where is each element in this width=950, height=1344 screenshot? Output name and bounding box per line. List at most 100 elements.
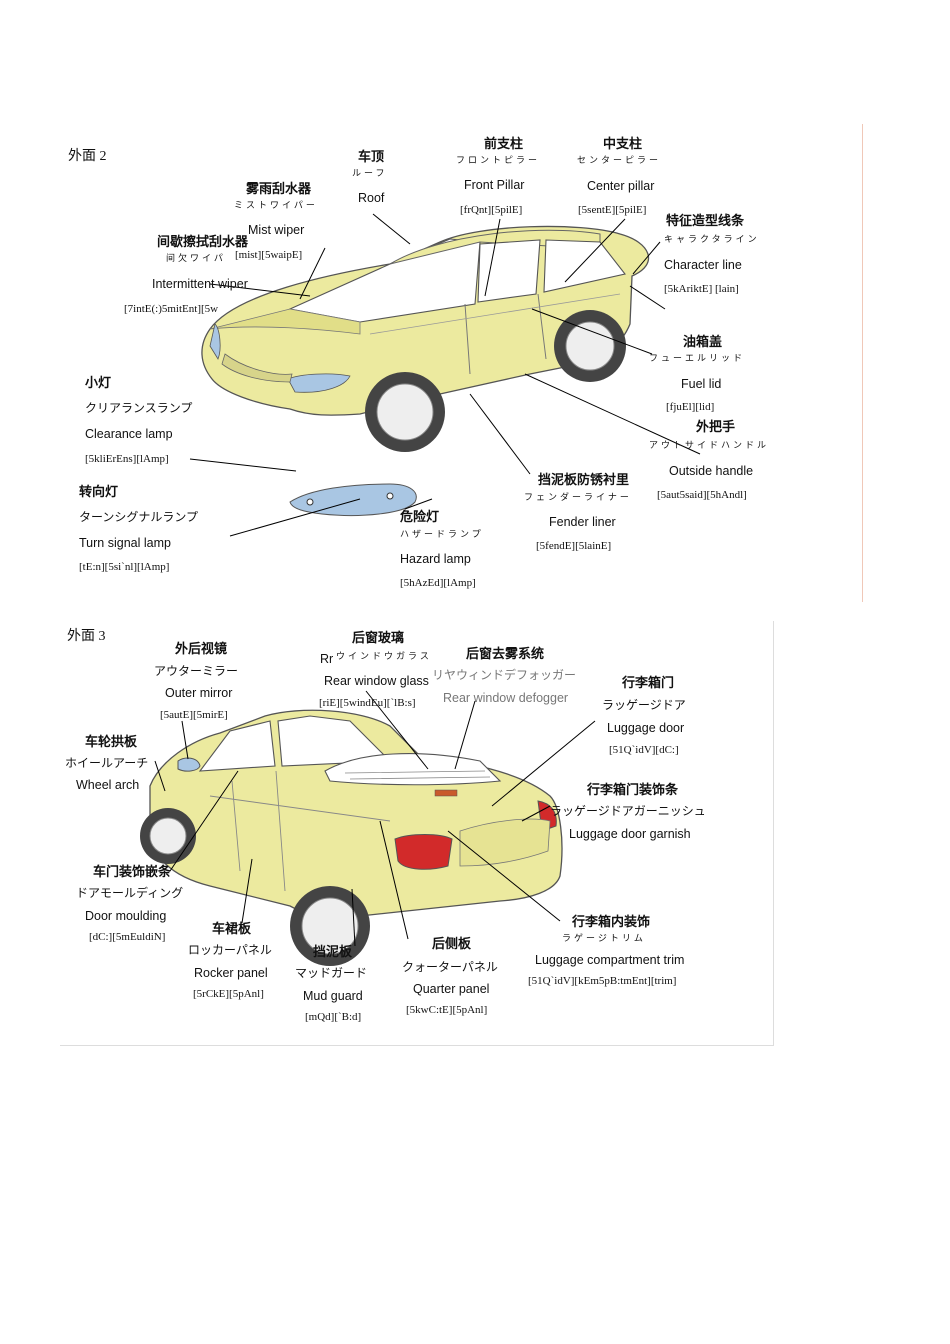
label-zh: 行李箱门装饰条 [587, 783, 679, 798]
label-zh: 后侧板 [432, 937, 472, 952]
rear-window-glass [324, 753, 502, 786]
label-zh: 后窗去雾系统 [466, 647, 545, 662]
label-phonetic: [5sentE][5pilE] [578, 204, 647, 216]
label-en: Luggage door [607, 721, 685, 735]
label-ja: マッドガード [295, 966, 368, 980]
label-zh: 外把手 [696, 420, 736, 435]
label-zh: 危险灯 [400, 510, 440, 525]
label-zh: 特征造型线条 [666, 214, 745, 229]
label-zh: 行李箱内装饰 [572, 915, 651, 930]
label-zh: 挡泥板防锈衬里 [538, 473, 630, 488]
label-phonetic: [tE:n][5si`nl][lAmp] [79, 561, 170, 573]
exterior-panel-3: 外面 3 外后视镜 アウターミラー Outer mirror [5autE][5… [60, 621, 774, 1046]
label-phonetic: [5fendE][5lainE] [536, 540, 612, 552]
label-kana: ルーフ [352, 169, 388, 179]
label-zh: 间歇擦拭刮水器 [157, 235, 249, 250]
label-en: Fender liner [549, 515, 616, 529]
label-phonetic: [dC:][5mEuldiN] [89, 931, 166, 943]
label-en: Intermittent wiper [152, 277, 248, 291]
label-zh: 转向灯 [79, 485, 119, 500]
panel-heading: 外面 2 [68, 149, 107, 164]
label-phonetic: [mist][5waipE] [235, 249, 303, 261]
label-en: Outside handle [669, 464, 754, 478]
label-kana: フェンダーライナー [524, 493, 632, 503]
tail-lamp-left [394, 834, 453, 870]
label-en: Mud guard [303, 989, 363, 1003]
label-ja: アウターミラー [154, 664, 239, 678]
label-zh: 前支柱 [484, 137, 524, 152]
label-zh: 车裙板 [212, 922, 252, 937]
label-kana: キャラクタライン [664, 235, 760, 245]
label-ja: クォーターパネル [402, 960, 498, 974]
leader-lines-panel-3 [154, 690, 596, 947]
label-phonetic: [7intE(:)5mitEnt][5w [124, 303, 219, 315]
label-ja: ラッゲージドア [602, 698, 686, 712]
label-zh: 行李箱门 [622, 676, 675, 691]
label-kana: 间欠ワイパ [166, 254, 226, 264]
label-en: Outer mirror [165, 686, 233, 700]
label-en: Quarter panel [413, 982, 490, 996]
label-phonetic: [51Q`idV][dC:] [609, 744, 679, 756]
label-phonetic: [5kAriktE] [lain] [664, 283, 739, 295]
label-zh: 中支柱 [603, 137, 643, 152]
label-phonetic: [51Q`idV][kEm5pB:tmEnt][trim] [528, 975, 677, 987]
label-kana-prefix: Rr [320, 652, 334, 666]
label-phonetic: [frQnt][5pilE] [460, 204, 523, 216]
label-phonetic: [5hAzEd][lAmp] [400, 577, 476, 589]
label-kana: ウインドウガラス [336, 652, 432, 662]
label-zh: 车门装饰嵌条 [93, 865, 172, 880]
label-en: Door moulding [85, 909, 167, 923]
label-zh: 后窗玻璃 [352, 631, 405, 646]
label-kana: アウトサイドハンドル [649, 441, 770, 451]
label-phonetic: [5autE][5mirE] [160, 709, 228, 721]
label-zh: 雾雨刮水器 [246, 182, 312, 197]
label-zh: 油箱盖 [683, 335, 723, 350]
label-phonetic: [5aut5said][5hAndl] [657, 489, 747, 501]
label-en: Mist wiper [248, 223, 305, 237]
label-zh: 挡泥板 [313, 945, 353, 960]
label-en: Roof [358, 191, 385, 205]
label-en: Rear window defogger [443, 691, 569, 705]
label-kana: フロントピラー [456, 156, 541, 166]
label-en: Clearance lamp [85, 427, 173, 441]
exterior-panel-2: 外面 2 车顶 ルーフ Roof 前支柱 フロントピラー Front Pilla… [60, 124, 863, 602]
label-en: Hazard lamp [400, 552, 471, 566]
label-kana: フューエルリッド [649, 354, 746, 364]
label-phonetic: [fjuEl][lid] [666, 401, 715, 413]
label-en: Turn signal lamp [79, 536, 171, 550]
car-side-windows [198, 715, 392, 772]
label-en: Wheel arch [76, 778, 140, 792]
label-phonetic: [5kwC:tE][5pAnl] [406, 1004, 488, 1016]
label-phonetic: [mQd][`B:d] [305, 1011, 362, 1023]
car-side-windows [477, 239, 626, 303]
car-rear-illustration [140, 690, 596, 966]
label-phonetic: [riE][5windEu][`lB:s] [319, 697, 416, 709]
label-ja: ロッカーパネル [188, 943, 272, 957]
label-phonetic: [5rCkE][5pAnl] [193, 988, 264, 1000]
label-en: Rear window glass [324, 674, 429, 688]
label-zh: 小灯 [85, 376, 112, 391]
label-en: Center pillar [587, 179, 655, 193]
label-kana: センターピラー [577, 156, 662, 166]
label-ja: ドアモールディング [76, 886, 184, 900]
label-kana: ラゲージトリム [562, 934, 646, 944]
label-zh: 车轮拱板 [85, 735, 138, 750]
label-ja: クリアランスランプ [85, 401, 193, 415]
outer-mirror [177, 757, 201, 772]
label-ja: リヤウィンドデフォッガー [432, 668, 577, 682]
label-en: Front Pillar [464, 178, 525, 192]
label-ja: ターンシグナルランプ [79, 510, 199, 524]
label-en: Luggage door garnish [569, 827, 691, 841]
label-en: Luggage compartment trim [535, 953, 685, 967]
leader-lines-panel-2 [189, 213, 701, 537]
car-front-illustration [189, 213, 701, 537]
panel-heading: 外面 3 [67, 629, 106, 644]
headlamp-left [209, 323, 221, 360]
label-en: Character line [664, 258, 742, 272]
label-ja: ホイールアーチ [65, 756, 149, 770]
label-phonetic: [5kliErEns][lAmp] [85, 453, 169, 465]
headlamp-right [287, 373, 351, 393]
label-en: Rocker panel [194, 966, 268, 980]
label-kana: ハザードランプ [400, 530, 484, 540]
label-kana: ミストワイパー [234, 201, 318, 211]
